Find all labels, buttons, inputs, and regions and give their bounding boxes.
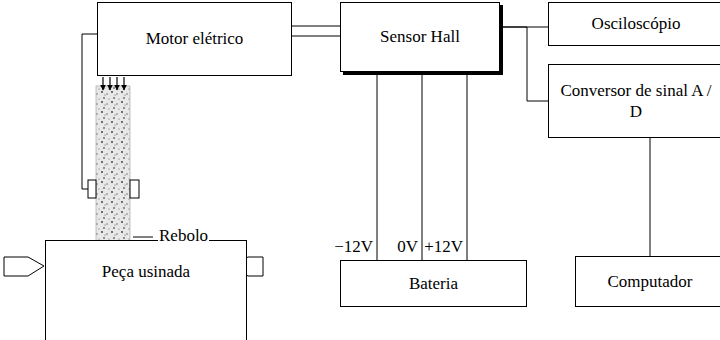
- voltage-label: 0V: [396, 237, 419, 257]
- voltage-label: +12V: [423, 237, 464, 257]
- rebolo-leader: [133, 237, 153, 238]
- box-label: Osciloscópio: [592, 13, 681, 34]
- oscilloscope-box: Osciloscópio: [548, 2, 720, 46]
- connector: [503, 27, 548, 28]
- box-label: Bateria: [409, 273, 458, 294]
- box-label: Computador: [608, 271, 693, 292]
- motor-box: Motor elétrico: [97, 2, 292, 76]
- wire: [503, 27, 527, 28]
- wire: [377, 75, 378, 260]
- connector: [377, 75, 378, 260]
- box-label: Motor elétrico: [146, 28, 244, 49]
- wire: [650, 138, 651, 256]
- connector: [292, 26, 340, 36]
- connector: [422, 75, 423, 260]
- wire: [503, 27, 548, 28]
- wire: [527, 27, 548, 101]
- connector: [503, 27, 548, 101]
- wire: [292, 36, 340, 37]
- grinding-wheel: [96, 86, 130, 246]
- battery-box: Bateria: [340, 260, 527, 307]
- converter-box: Conversor de sinal A / D: [548, 64, 720, 138]
- computer-box: Computador: [575, 256, 720, 307]
- connector: [467, 75, 468, 260]
- wire: [292, 26, 340, 27]
- connector: [650, 138, 651, 256]
- box-label: Peça usinada: [102, 261, 190, 282]
- drive-arrows: [103, 77, 124, 90]
- wire: [467, 75, 468, 260]
- wire: [422, 75, 423, 260]
- sensor-box: Sensor Hall: [340, 2, 500, 72]
- box-label: Sensor Hall: [380, 26, 460, 47]
- voltage-label: −12V: [333, 237, 374, 257]
- part-name: Rebolo: [158, 226, 209, 246]
- workpiece-box: Peça usinada: [45, 240, 247, 340]
- box-label: Conversor de sinal A / D: [555, 80, 717, 123]
